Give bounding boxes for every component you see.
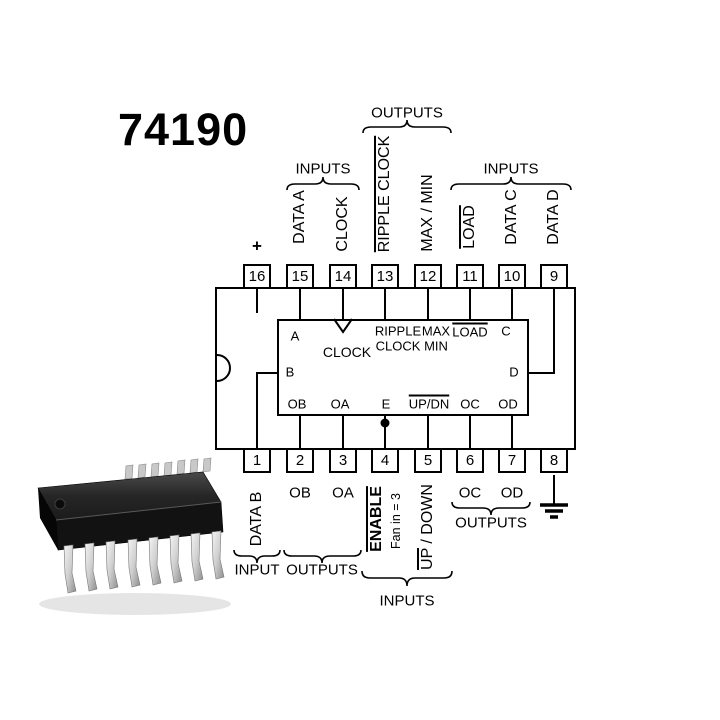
pin-13-label: RIPPLE CLOCK: [376, 135, 393, 253]
pin-3-number: 3: [338, 452, 348, 469]
inner-label-updn: UP/DN: [408, 396, 450, 412]
pin-7-box: 7: [498, 448, 526, 473]
chip-left-face: [38, 488, 58, 550]
group-label-inputs-bottom-mid: INPUTS: [379, 592, 435, 610]
pin-11-box: 11: [456, 264, 484, 289]
pin-1-box: 1: [243, 448, 271, 473]
group-label-outputs-bottom-left: OUTPUTS: [286, 561, 358, 579]
inner-label-a: A: [290, 328, 300, 344]
brace-outputs-top: [362, 119, 452, 134]
brace-inputs-bottom-mid: [361, 570, 453, 587]
pin-5-label-down: / DOWN: [419, 484, 436, 549]
pin-8-number: 8: [549, 452, 559, 469]
brace-inputs-top-right: [450, 176, 572, 191]
group-label-input-bottom: INPUT: [234, 561, 280, 579]
inner-label-c: C: [501, 323, 511, 339]
pin-15-label: DATA A: [291, 190, 308, 244]
pin-6-box: 6: [456, 448, 484, 473]
pin-12-number: 12: [419, 268, 437, 285]
enable-bubble-icon: [380, 418, 390, 428]
wires: [256, 287, 555, 504]
pin-10-number: 10: [503, 268, 521, 285]
pin-4-label: ENABLE: [368, 486, 385, 552]
brace-inputs-top-left: [286, 176, 360, 191]
group-label-outputs-bottom-right: OUTPUTS: [455, 514, 527, 532]
notch-icon: [216, 354, 231, 382]
pin-12-box: 12: [414, 264, 442, 289]
inner-label-ripple-2: CLOCK: [375, 338, 421, 354]
pin-16-box: 16: [243, 264, 271, 289]
pin-6-label: OC: [458, 484, 482, 502]
pin-7-number: 7: [507, 452, 517, 469]
pin-6-number: 6: [465, 452, 475, 469]
inner-label-load: LOAD: [452, 324, 488, 340]
pin-4-box: 4: [371, 448, 399, 473]
ic-photo: [37, 457, 231, 615]
inner-label-b: B: [285, 364, 295, 380]
pin-5-label-up: UP: [419, 548, 436, 570]
pin-13-box: 13: [371, 264, 399, 289]
inner-label-min: MIN: [424, 338, 448, 354]
pin-12-label: MAX / MIN: [419, 174, 436, 252]
pin-15-number: 15: [291, 268, 309, 285]
brace-outputs-bottom-left: [283, 549, 362, 564]
pin-10-label: DATA C: [503, 189, 520, 245]
brace-input-bottom: [233, 549, 281, 564]
pin-13-number: 13: [376, 268, 394, 285]
ic-inner-block: [277, 319, 529, 416]
group-label-inputs-top-left: INPUTS: [295, 160, 351, 178]
inner-label-max: MAX: [421, 323, 451, 339]
pin-9-number: 9: [549, 268, 559, 285]
pin-16-number: 16: [248, 268, 266, 285]
pin-9-label: DATA D: [545, 189, 562, 245]
pin-8-box: 8: [540, 448, 568, 473]
pin-14-box: 14: [329, 264, 357, 289]
pin-11-number: 11: [462, 268, 478, 285]
chip-edge-highlight: [55, 501, 222, 521]
chip-notch-dot: [54, 498, 66, 510]
pin-7-label: OD: [500, 484, 524, 502]
pin-5-box: 5: [414, 448, 442, 473]
inner-label-ripple-1: RIPPLE: [374, 323, 422, 339]
pin-1-number: 1: [252, 452, 262, 469]
pin-10-box: 10: [498, 264, 526, 289]
inner-label-clock: CLOCK: [322, 344, 372, 360]
clock-triangle-icon: [333, 318, 353, 334]
brace-outputs-bottom-right: [451, 501, 531, 516]
ground-icon: [540, 503, 568, 519]
pin-4-number: 4: [380, 452, 390, 469]
pin-14-number: 14: [334, 268, 352, 285]
pin-15-box: 15: [286, 264, 314, 289]
group-braces: [233, 119, 572, 587]
group-label-outputs-top: OUTPUTS: [371, 104, 443, 122]
chip-shadow: [39, 593, 231, 615]
pin-3-label: OA: [332, 484, 354, 502]
pin-14-label: CLOCK: [334, 196, 351, 252]
inner-label-d: D: [509, 364, 519, 380]
pin-5-number: 5: [423, 452, 433, 469]
inner-label-oa: OA: [330, 396, 350, 412]
pin-3-box: 3: [329, 448, 357, 473]
inner-label-oc: OC: [460, 396, 480, 412]
pin-16-label: +: [252, 236, 262, 256]
inner-label-e: E: [381, 396, 391, 412]
pin-4-sublabel: Fan in = 3: [388, 493, 403, 549]
group-label-inputs-top-right: INPUTS: [483, 160, 539, 178]
pin-2-label: OB: [289, 484, 311, 502]
inner-label-ob: OB: [287, 396, 307, 412]
pin-5-label: UP / DOWN: [419, 484, 436, 570]
inner-label-od: OD: [498, 396, 518, 412]
pin-2-box: 2: [286, 448, 314, 473]
chip-near-pins: [63, 530, 225, 594]
pin-1-label: DATA B: [248, 491, 265, 547]
pin-9-box: 9: [540, 264, 568, 289]
pin-11-label: LOAD: [461, 205, 478, 249]
pin-2-number: 2: [295, 452, 305, 469]
chip-title: 74190: [118, 104, 249, 155]
